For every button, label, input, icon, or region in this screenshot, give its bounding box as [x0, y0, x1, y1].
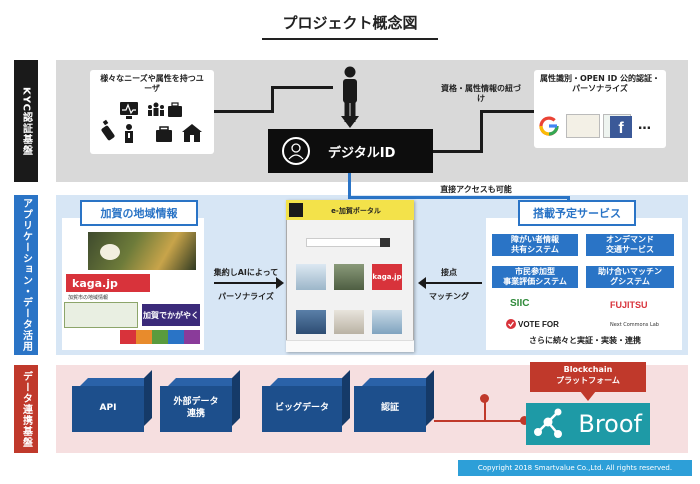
direct-access-label: 直接アクセスも可能: [440, 185, 512, 194]
arrow-ai-line: [214, 282, 278, 284]
local-info-sub: 加賀市の地域情報: [68, 295, 109, 301]
network-nodes-icon: [534, 408, 562, 438]
connector-users-hline: [214, 110, 274, 113]
connector-users-vline: [271, 86, 274, 113]
home-icon: [182, 124, 202, 142]
portal-thumb-5: [334, 310, 364, 334]
local-info-title: 加賀の地域情報: [80, 200, 198, 226]
monitor-icon: [120, 102, 138, 119]
face-id-glyph: [288, 143, 304, 160]
portal-nav-bar: [286, 340, 414, 352]
connector-users-top: [271, 86, 333, 89]
arrow-right-icon: [276, 277, 284, 289]
users-label: 様々なニーズや属性を持つユーザ: [100, 74, 204, 94]
broof-logo: Broof: [526, 403, 650, 445]
partner-ncl-logo: Next Commons Lab: [610, 322, 659, 328]
portal-thumb-2: [334, 264, 364, 290]
kaga-jp-banner: kaga.jp: [66, 274, 150, 292]
auth-box: [534, 70, 666, 148]
connector-did-down: [348, 173, 351, 199]
band-label-data: データ連携基盤: [14, 365, 38, 453]
services-title: 搭載予定サービス: [518, 200, 636, 226]
page-title: プロジェクト概念図: [282, 14, 418, 32]
arrow-down-icon: [341, 116, 359, 128]
cube-api-label: API: [72, 386, 144, 432]
service-on-demand-transit: オンデマンド 交通サービス: [586, 234, 674, 256]
arrow-matching-line: [424, 282, 482, 284]
kaga-tourism-banner: [64, 302, 138, 328]
doctor-icon: [125, 124, 133, 143]
connector-auth-broof-up: [484, 398, 486, 422]
cube-auth-label: 認証: [354, 386, 426, 432]
facebook-icon: f: [610, 116, 632, 138]
portal-qr-icon: [289, 203, 303, 217]
family-icon: [148, 102, 164, 116]
portal-thumb-6: [372, 310, 402, 334]
portal-thumb-4: [296, 310, 326, 334]
connector-dot-left: [480, 394, 489, 403]
band-label-app: アプリケーション・データ活用: [14, 195, 38, 355]
ai-label-line2: パーソナライズ: [218, 292, 274, 301]
cube-big-data-label: ビッグデータ: [262, 386, 342, 432]
partner-votefor-logo: VOTE FOR: [518, 320, 559, 329]
google-icon: [539, 116, 559, 136]
person-icon: [343, 66, 357, 122]
portal-thumb-3: kaga.jp: [372, 264, 402, 290]
votefor-check-icon: [506, 319, 516, 329]
portal-title: e-加賀ポータル: [331, 207, 381, 215]
connector-auth-vline: [480, 110, 483, 153]
matching-label: マッチング: [429, 292, 469, 301]
id-card-icon: [566, 114, 600, 138]
face-id-icon: [282, 137, 310, 165]
kaga-city-logo: [100, 244, 120, 260]
title-underline: [262, 38, 438, 40]
portal-search-button[interactable]: [380, 238, 390, 247]
partner-siic-logo: SIIC: [510, 298, 530, 309]
connector-auth-broof: [434, 420, 526, 422]
connector-dot-right: [520, 416, 529, 425]
band-label-kyc: KYC認証基盤: [14, 60, 38, 182]
kaga-portal-banner: 加賀でかがやく: [142, 304, 200, 326]
service-citizen-evaluation: 市民参加型 事業評価システム: [492, 266, 578, 288]
cube-external-data-label: 外部データ 連携: [160, 386, 232, 432]
luggage-icon: [168, 102, 182, 117]
service-disability-info: 障がい者情報 共有システム: [492, 234, 578, 256]
blockchain-platform-label: Blockchain プラットフォーム: [530, 362, 646, 392]
contact-label: 接点: [441, 268, 457, 277]
credentials-label: 資格・属性情報の紐づけ: [441, 84, 521, 104]
ai-label-line1: 集約しAIによって: [213, 268, 279, 277]
baby-bottle-icon: [101, 119, 115, 141]
connector-direct-access: [348, 196, 570, 199]
user-icons: [101, 102, 202, 143]
service-mutual-aid-matching: 助け合いマッチン グシステム: [586, 266, 674, 288]
portal-header: [286, 200, 414, 220]
connector-auth-hline: [433, 150, 483, 153]
portal-thumb-1: [296, 264, 326, 290]
bc-arrow-down-icon: [580, 391, 596, 401]
connector-auth-top: [480, 110, 536, 113]
portal-search[interactable]: [306, 238, 390, 247]
briefcase-icon: [156, 126, 172, 142]
more-services-label: さらに続々と実証・実装・連携: [529, 336, 641, 345]
more-ellipsis: …: [638, 118, 651, 133]
partner-fujitsu-logo: FUJITSU: [610, 300, 648, 310]
auth-label: 属性識別・OPEN ID 公的認証・パーソナライズ: [540, 74, 661, 94]
color-tiles-banner: [120, 330, 200, 344]
arrow-left-icon: [418, 277, 426, 289]
copyright-bar: Copyright 2018 Smartvalue Co.,Ltd. All r…: [458, 460, 692, 476]
